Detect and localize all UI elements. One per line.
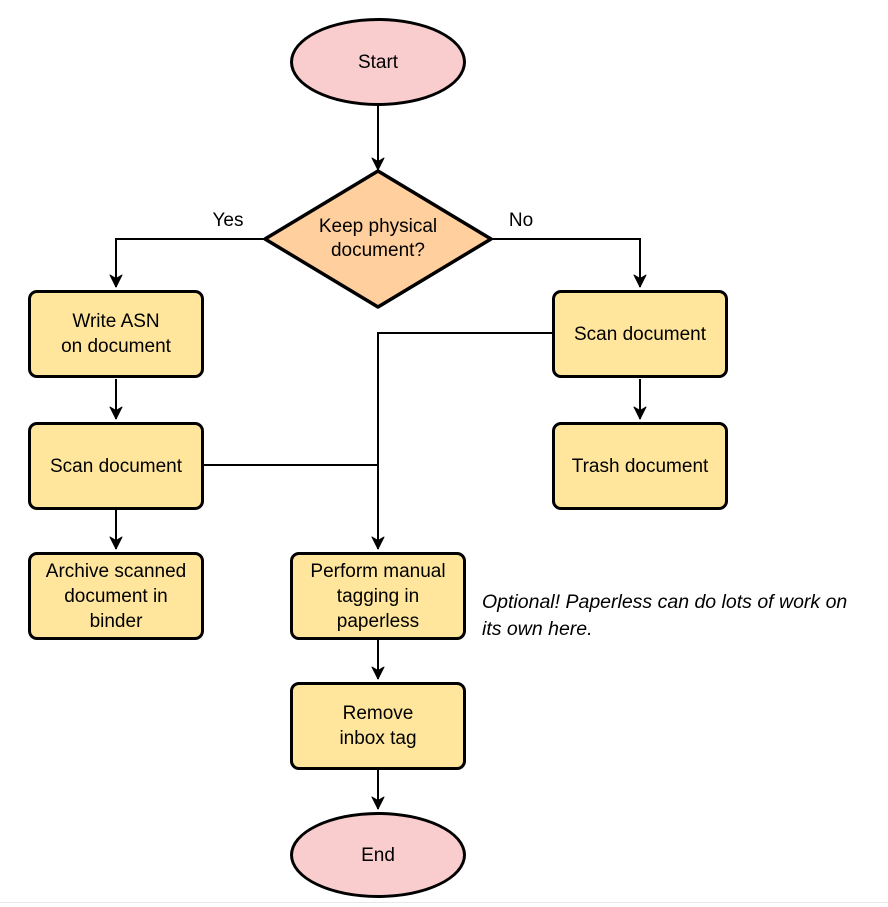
node-manual-tagging: Perform manual tagging in paperless: [290, 552, 466, 640]
edge-yes-to-write-asn: [109, 238, 265, 288]
node-label-line: Scan document: [573, 323, 707, 345]
node-label-line: on document: [61, 336, 171, 357]
decision-label-line: document?: [330, 240, 425, 261]
node-trash-document: Trash document: [552, 422, 728, 510]
node-label-line: Scan document: [49, 455, 183, 477]
node-scan-document-right: Scan document: [552, 290, 728, 378]
optional-note: Optional! Paperless can do lots of work …: [482, 589, 847, 643]
bottom-divider: [0, 902, 888, 903]
edge-scan-right-to-tagging: [371, 332, 552, 550]
node-label-line: Trash document: [571, 455, 709, 477]
node-end: End: [290, 812, 466, 898]
edge-no-to-scan-right: [491, 238, 647, 288]
optional-note-line: Optional! Paperless can do lots of work …: [482, 591, 848, 613]
node-start: Start: [290, 18, 466, 106]
node-label-line: inbox tag: [339, 728, 417, 749]
node-end-label: End: [361, 844, 395, 866]
decision-label-line: Keep physical: [318, 216, 438, 237]
node-label-line: binder: [89, 610, 143, 632]
optional-note-line: its own here.: [482, 618, 593, 640]
decision-diamond-shape: [263, 169, 493, 309]
node-label-line: Write ASN: [72, 311, 160, 332]
node-scan-document-left: Scan document: [28, 422, 204, 510]
node-decision-keep-physical: Keep physical document?: [283, 215, 473, 263]
node-write-asn: Write ASN on document: [28, 290, 204, 378]
node-remove-inbox-tag: Remove inbox tag: [290, 682, 466, 770]
node-label-line: Remove: [342, 703, 414, 724]
node-archive-scanned: Archive scanned document in binder: [28, 552, 204, 640]
node-label-line: tagging in: [336, 585, 420, 607]
edge-label-no: No: [508, 210, 534, 231]
node-label-line: Archive scanned: [45, 560, 187, 582]
node-label-line: document in: [64, 585, 168, 607]
edge-label-yes: Yes: [212, 210, 244, 231]
node-label-line: paperless: [336, 610, 420, 632]
node-start-label: Start: [357, 51, 399, 73]
node-label-line: Perform manual: [310, 560, 446, 582]
